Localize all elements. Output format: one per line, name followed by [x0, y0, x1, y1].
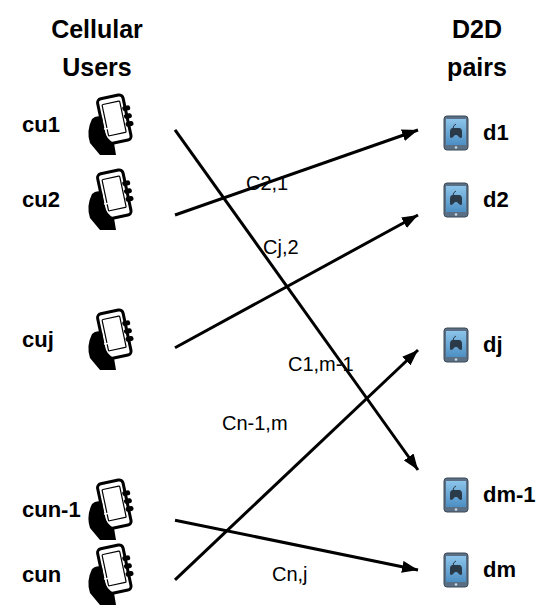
node-label: d2	[483, 187, 509, 213]
channel-gain-label: C1,m-1	[288, 353, 354, 376]
node-label: cu2	[22, 187, 60, 213]
channel-gain-label: Cn-1,m	[222, 412, 288, 435]
channel-arrow	[175, 130, 418, 215]
channel-gain-label: C2,1	[246, 172, 288, 195]
d2d-device: d2	[418, 175, 536, 225]
cellular-user: cuj	[18, 310, 175, 370]
node-label: dm	[483, 557, 516, 583]
phone-icon	[88, 478, 136, 540]
column-heading: Cellular Users	[22, 10, 172, 86]
node-label: cun-1	[22, 497, 81, 523]
node-label: dm-1	[483, 482, 536, 508]
channel-arrow	[175, 520, 418, 570]
d2d-device: dm	[418, 545, 536, 595]
device-icon	[444, 328, 468, 362]
cellular-user: cun	[18, 545, 175, 605]
channel-arrow	[175, 350, 418, 580]
node-label: dj	[483, 332, 503, 358]
phone-icon	[88, 93, 136, 155]
phone-icon	[88, 168, 136, 230]
node-label: d1	[483, 120, 509, 146]
node-label: cuj	[22, 327, 54, 353]
column-heading: D2D pairs	[422, 10, 532, 86]
device-icon	[444, 478, 468, 512]
phone-icon	[88, 543, 136, 605]
cellular-user: cun-1	[18, 480, 175, 540]
channel-arrow	[175, 130, 418, 470]
device-icon	[444, 116, 468, 150]
d2d-device: d1	[418, 108, 536, 158]
channel-arrow	[175, 215, 418, 348]
node-label: cu1	[22, 112, 60, 138]
phone-icon	[88, 308, 136, 370]
device-icon	[444, 183, 468, 217]
channel-gain-label: Cn,j	[272, 563, 308, 586]
d2d-device: dm-1	[418, 470, 536, 520]
cellular-user: cu1	[18, 95, 175, 155]
device-icon	[444, 553, 468, 587]
node-label: cun	[22, 562, 61, 588]
d2d-device: dj	[418, 320, 536, 370]
channel-gain-label: Cj,2	[263, 236, 299, 259]
cellular-user: cu2	[18, 170, 175, 230]
